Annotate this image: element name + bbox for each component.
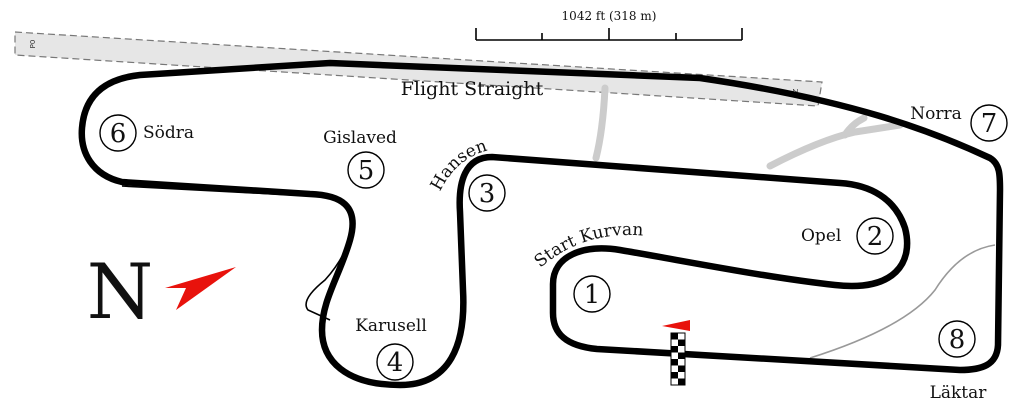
svg-text:8: 8 xyxy=(949,325,966,355)
scale-label: 1042 ft (318 m) xyxy=(562,9,657,23)
corner-markers: 1 2 3 4 5 6 7 8 xyxy=(99,104,1008,381)
corner-2-marker: 2 xyxy=(856,217,894,255)
access-road-line xyxy=(809,244,996,359)
svg-text:6: 6 xyxy=(110,119,127,149)
scale-bar xyxy=(475,28,743,41)
corner-8-label: Läktar xyxy=(930,383,988,403)
north-letter: N xyxy=(87,247,154,336)
corner-5-marker: 5 xyxy=(347,151,385,189)
service-road-east-branch xyxy=(841,114,868,139)
service-roads xyxy=(592,84,904,170)
corner-3-marker: 3 xyxy=(468,174,506,212)
corner-6-marker: 6 xyxy=(99,114,137,152)
corner-8-marker: 8 xyxy=(938,320,976,358)
north-indicator: N xyxy=(87,247,236,336)
corner-2-label: Opel xyxy=(801,226,841,246)
runway-end-left-label: P0 xyxy=(29,40,37,49)
start-finish xyxy=(662,320,690,386)
corner-7-marker: 7 xyxy=(970,104,1008,142)
corner-4-label: Karusell xyxy=(355,316,427,336)
corner-1-label: Start Kurvan xyxy=(531,220,644,272)
alternate-chicane-line xyxy=(121,185,354,321)
corner-labels: Start Kurvan Opel Hansen Karusell Gislav… xyxy=(143,104,987,403)
service-road-center xyxy=(592,84,609,162)
service-road-east xyxy=(766,121,904,170)
start-flag-icon xyxy=(662,320,690,331)
corner-6-label: Södra xyxy=(143,123,194,143)
corner-4-marker: 4 xyxy=(376,343,414,381)
race-track xyxy=(78,59,1004,389)
svg-text:1: 1 xyxy=(584,280,601,310)
north-arrow-icon xyxy=(165,267,236,310)
corner-5-label: Gislaved xyxy=(323,128,397,148)
straight-label: Flight Straight xyxy=(401,78,544,100)
svg-text:4: 4 xyxy=(387,348,404,378)
svg-text:3: 3 xyxy=(479,179,496,209)
corner-1-marker: 1 xyxy=(573,275,611,313)
checkered-pattern xyxy=(671,333,685,385)
corner-7-label: Norra xyxy=(910,104,962,124)
svg-text:2: 2 xyxy=(867,222,884,252)
svg-text:5: 5 xyxy=(358,156,375,186)
svg-text:7: 7 xyxy=(981,109,998,139)
